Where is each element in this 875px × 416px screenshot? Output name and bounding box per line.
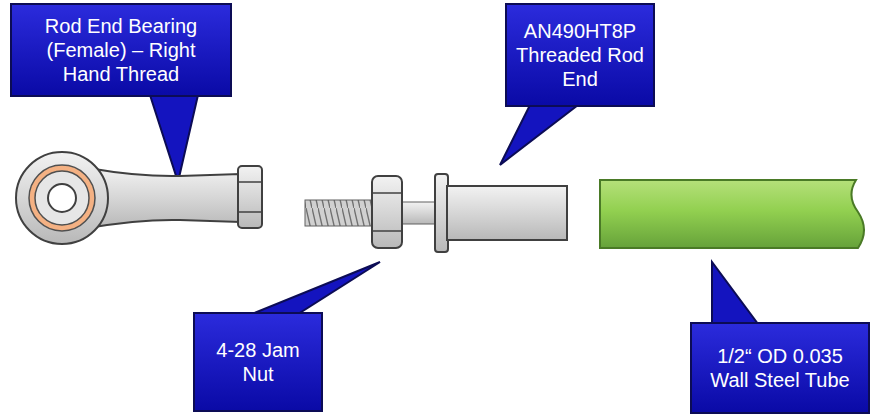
hex-facet [238, 181, 262, 183]
callout-label: 1/2“ OD 0.035 Wall Steel Tube [700, 344, 860, 392]
rod-end-hex [238, 166, 262, 228]
callout-tail [712, 262, 758, 324]
nut-facet [372, 230, 402, 232]
callout-label: AN490HT8P Threaded Rod End [515, 19, 645, 91]
stud-shank [402, 202, 437, 224]
bearing-bore [48, 184, 76, 212]
jam-nut [372, 176, 402, 248]
rod-end-eye [16, 152, 108, 244]
bearing-race [29, 165, 95, 231]
callout-tail [252, 262, 380, 314]
nut-facet [372, 192, 402, 194]
callout-box: Rod End Bearing (Female) – Right Hand Th… [10, 3, 232, 97]
callout-label: Rod End Bearing (Female) – Right Hand Th… [20, 14, 222, 86]
bearing-ball [35, 171, 89, 225]
callout-box: AN490HT8P Threaded Rod End [505, 3, 655, 107]
threaded-stud [305, 200, 375, 226]
rod-end-body [447, 186, 567, 240]
steel-tube [600, 180, 864, 248]
hex-facet [238, 211, 262, 213]
callout-tail [150, 95, 198, 182]
callout-box: 4-28 Jam Nut [193, 312, 323, 412]
rod-end-shank [88, 168, 240, 228]
callout-tail [500, 105, 578, 165]
callout-box: 1/2“ OD 0.035 Wall Steel Tube [690, 322, 870, 414]
callout-label: 4-28 Jam Nut [203, 338, 313, 386]
